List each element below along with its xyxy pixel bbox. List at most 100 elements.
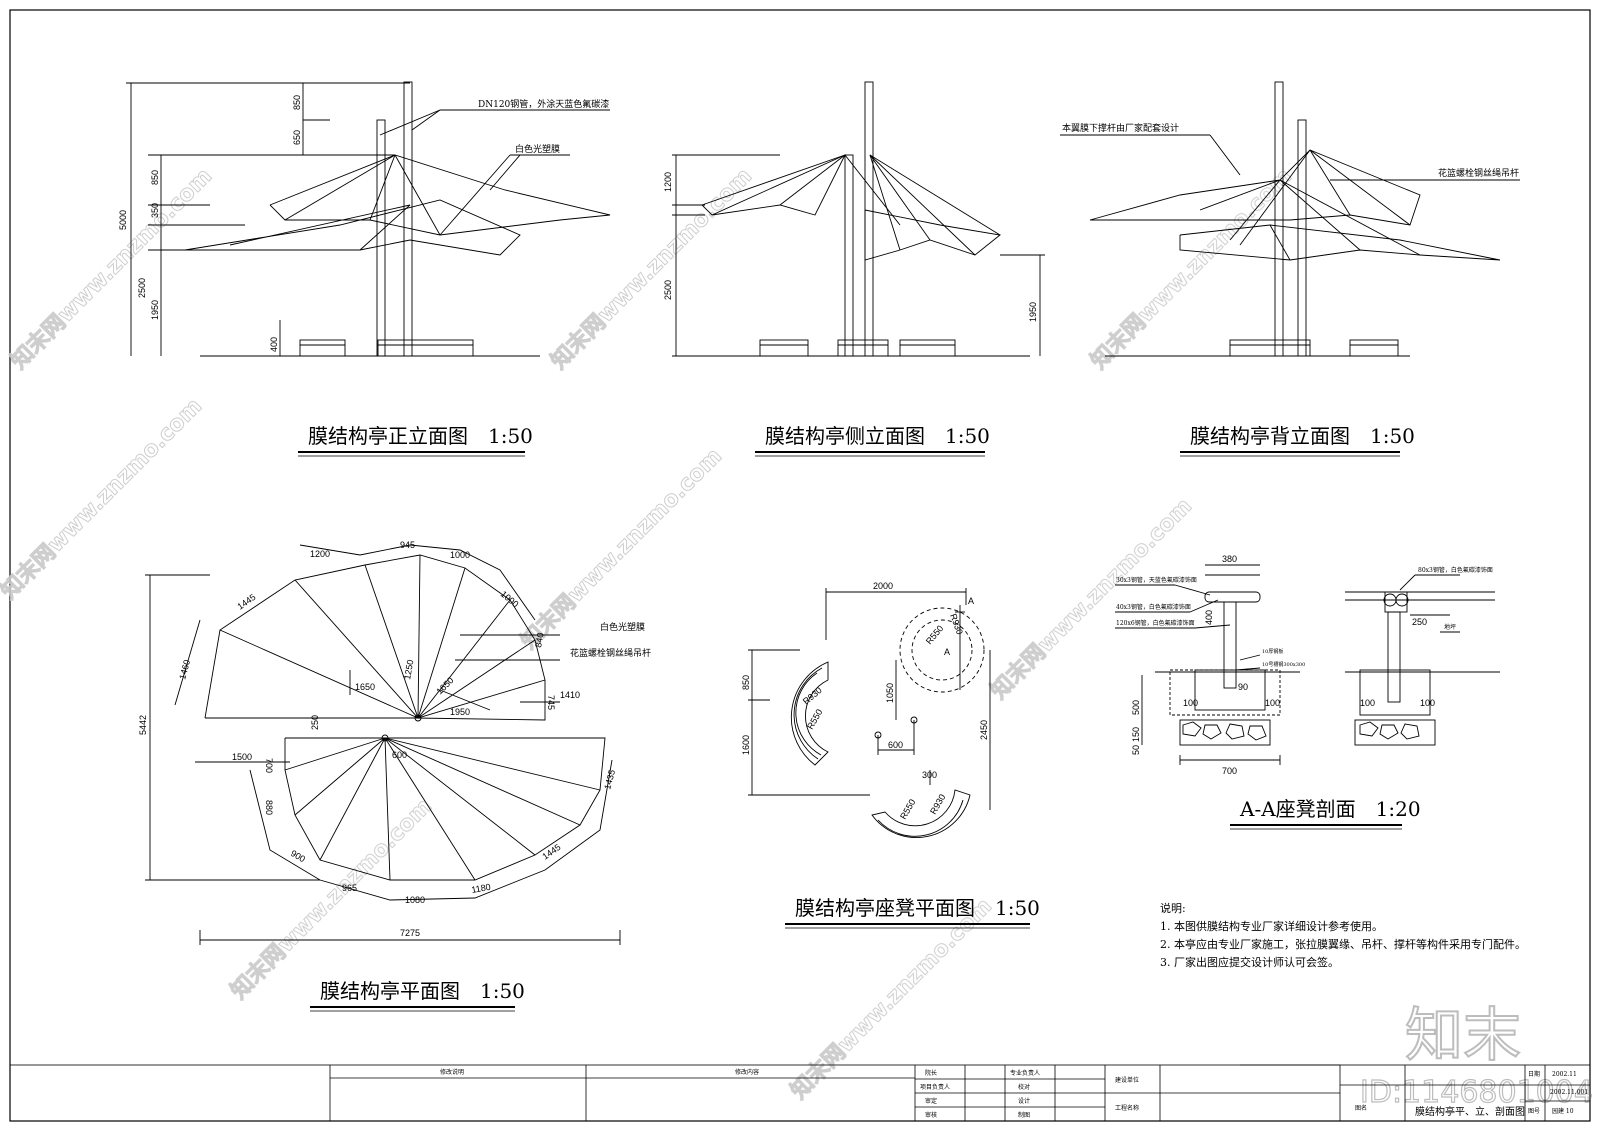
dim-label: 1000 <box>499 589 521 610</box>
role-label: 制图 <box>1018 1111 1030 1119</box>
number-label: 图号 <box>1528 1108 1540 1115</box>
front-elevation-title: 膜结构亭正立面图 1:50 <box>308 424 533 448</box>
role-label: 设计 <box>1018 1097 1030 1105</box>
section-title-text: A-A座凳剖面 1:20 <box>1239 797 1421 821</box>
dim-label: 1200 <box>663 172 673 192</box>
dim-label: 100 <box>1360 698 1375 708</box>
dim-label: 2450 <box>979 720 989 740</box>
dim-label: 840 <box>533 632 545 649</box>
back-title: 膜结构亭背立面图 1:50 <box>1180 424 1415 457</box>
dim-label: 1410 <box>560 690 580 700</box>
drawing-number: 园建 10 <box>1552 1107 1574 1115</box>
dim-label: 1200 <box>310 549 330 559</box>
pole-note: DN120钢管，外涂天蓝色氟碳漆 <box>478 98 609 110</box>
front-elevation <box>126 81 611 357</box>
role-label: 项目负责人 <box>920 1083 950 1091</box>
dim-label: 1080 <box>405 895 425 905</box>
date-value: 2002.11 <box>1552 1071 1577 1078</box>
plan-wire-note: 花篮螺栓钢丝绳吊杆 <box>570 647 651 659</box>
dim-label: 650 <box>292 130 302 145</box>
watermark-text: 知末网www.znzmo.com <box>6 163 217 374</box>
dim-label: 100 <box>1183 698 1198 708</box>
section-note: 80x3钢管，白色氟碳漆饰面 <box>1418 566 1493 574</box>
role-label: 审核 <box>925 1111 937 1119</box>
dim-label: 1950 <box>1028 302 1038 322</box>
dim-label: 900 <box>289 848 307 864</box>
membrane-note: 白色光塑膜 <box>515 143 560 155</box>
brand-logo-text: 知末 <box>1405 1001 1521 1069</box>
dim-label: 850 <box>150 170 160 185</box>
sheet-border <box>9 9 1591 1122</box>
section-title: A-A座凳剖面 1:20 <box>1230 797 1421 830</box>
dim-label: 850 <box>741 675 751 690</box>
dim-label: 1435 <box>602 769 617 791</box>
watermark-text: 知末网www.znzmo.com <box>546 163 757 374</box>
watermark-text: 知末网www.znzmo.com <box>1086 163 1297 374</box>
client-label: 建设单位 <box>1115 1076 1139 1084</box>
section-note: 120x6钢管，白色氟碳漆饰面 <box>1116 619 1195 627</box>
dim-label: R930 <box>948 612 965 636</box>
title-block-text: 修改说明 修改内容 院长 项目负责人 审定 审核 专业负责人 校对 设计 制图 … <box>440 1068 1588 1119</box>
section-note: 30x3钢管，天蓝色氟碳漆饰面 <box>1116 576 1197 584</box>
dim-label: R550 <box>898 797 917 821</box>
plan-membrane-note: 白色光塑膜 <box>600 621 645 633</box>
image-id: ID:1146801004 <box>1360 1075 1593 1110</box>
dim-label: 50 <box>1131 745 1141 755</box>
rev-description-header: 修改说明 <box>440 1068 464 1076</box>
section-note: 40x3钢管，白色氟碳漆饰面 <box>1116 603 1191 611</box>
dim-label: 350 <box>150 203 160 218</box>
explanation-heading: 说明: <box>1160 901 1186 915</box>
date-label: 日期 <box>1528 1070 1540 1078</box>
strut-note: 本翼膜下撑杆由厂家配套设计 <box>1062 122 1179 134</box>
back-elevation <box>1060 81 1520 357</box>
wire-rope-note: 花篮螺栓钢丝绳吊杆 <box>1438 167 1519 179</box>
explanation-line: 1. 本图供膜结构专业厂家详细设计参考使用。 <box>1160 919 1383 933</box>
watermark-layer: 知末网www.znzmo.com 知末网www.znzmo.com 知末网www… <box>0 163 1298 1105</box>
dim-label: 1650 <box>355 682 375 692</box>
dim-label: 380 <box>1222 554 1237 564</box>
dim-label: 7275 <box>400 928 420 938</box>
dim-label: 1650 <box>434 675 455 696</box>
dim-label: 1180 <box>471 882 492 895</box>
dim-label: 100 <box>1265 698 1280 708</box>
explanation: 说明: 1. 本图供膜结构专业厂家详细设计参考使用。 2. 本亭应由专业厂家施工… <box>1160 901 1526 969</box>
watermark-text: 知末网www.znzmo.com <box>986 493 1197 704</box>
role-label: 专业负责人 <box>1010 1069 1040 1077</box>
section-mark: A <box>944 647 950 657</box>
front-title: 膜结构亭正立面图 1:50 <box>298 424 533 457</box>
dim-label: 1950 <box>150 300 160 320</box>
dim-label: 5442 <box>138 715 148 735</box>
plan-title-text: 膜结构亭平面图 1:50 <box>320 979 525 1003</box>
dim-label: 880 <box>264 800 274 815</box>
brand-watermark: 知末 ID:1146801004 <box>1359 1000 1593 1111</box>
dim-label: 1460 <box>177 659 192 681</box>
dim-label: 250 <box>1412 617 1427 627</box>
bench-plan <box>748 588 991 838</box>
code-value: 2002.11.001 <box>1550 1089 1588 1096</box>
dim-label: 100 <box>1420 698 1435 708</box>
dim-label: 1050 <box>885 683 895 703</box>
dim-label: 850 <box>292 95 302 110</box>
front-dims: 5000 850 650 850 350 2500 1950 400 DN120… <box>118 95 609 352</box>
dim-label: 5000 <box>118 210 128 230</box>
dim-label: 150 <box>1131 727 1141 742</box>
dim-label: 965 <box>342 883 357 893</box>
dim-label: 1445 <box>235 592 257 612</box>
rev-content-header: 修改内容 <box>735 1068 759 1076</box>
watermark-text: 知末网www.znzmo.com <box>0 393 207 604</box>
dim-label: 300 <box>922 770 937 780</box>
section-note: 10厚钢板 <box>1262 648 1283 655</box>
section-note: 10号槽钢300x300 <box>1262 661 1305 668</box>
dim-label: 945 <box>400 540 415 550</box>
bench-section <box>1115 564 1500 765</box>
back-elevation-title: 膜结构亭背立面图 1:50 <box>1190 424 1415 448</box>
explanation-line: 3. 厂家出图应提交设计师认可会签。 <box>1160 955 1339 969</box>
project-label: 工程名称 <box>1115 1104 1139 1112</box>
side-elevation <box>672 81 1045 357</box>
dim-label: R550 <box>924 623 945 646</box>
pavilion-plan <box>145 544 621 945</box>
side-title: 膜结构亭侧立面图 1:50 <box>755 424 990 457</box>
dim-label: 2500 <box>663 280 673 300</box>
dim-label: 700 <box>1222 766 1237 776</box>
